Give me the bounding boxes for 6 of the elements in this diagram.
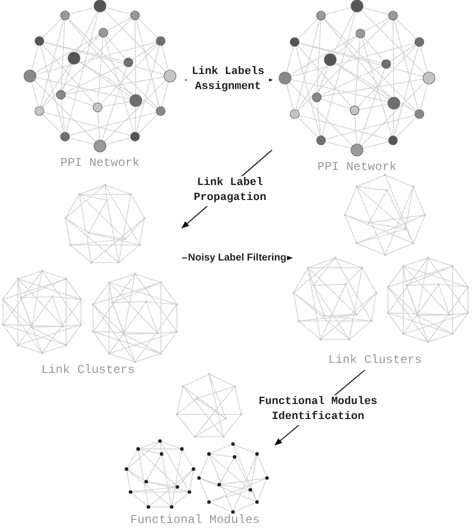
network-caption: PPI Network <box>317 160 397 174</box>
network-caption: Link Clusters <box>41 363 135 377</box>
network-caption: PPI Network <box>60 156 140 170</box>
network-caption: Functional Modules <box>130 513 260 527</box>
edge-label: Noisy Label Filtering <box>187 251 287 265</box>
network-caption: Link Clusters <box>328 353 422 367</box>
